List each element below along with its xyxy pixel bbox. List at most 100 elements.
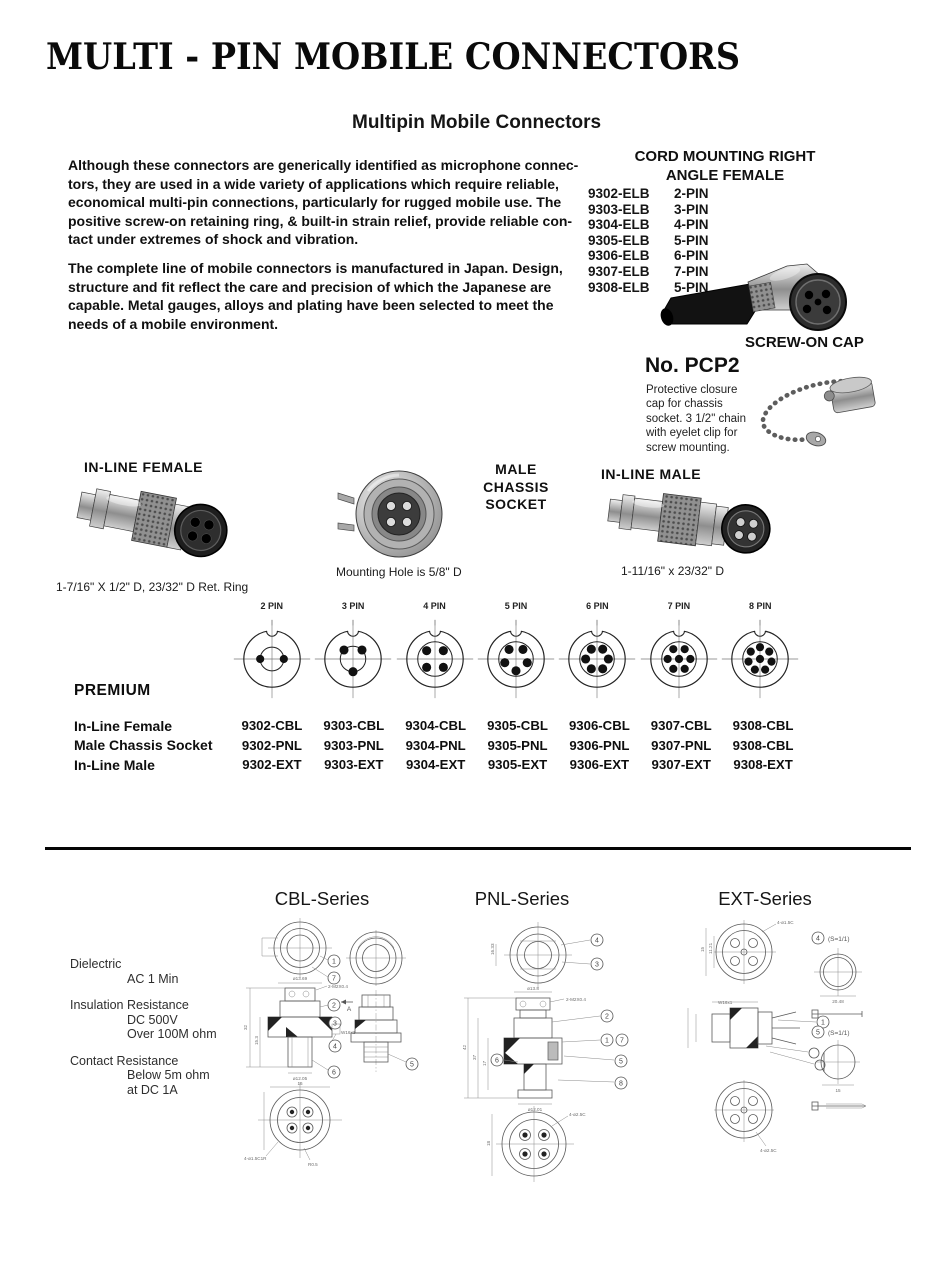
- elb-part-number: 9305-ELB: [588, 232, 650, 248]
- pin-diagram-graphic: [314, 619, 392, 699]
- premium-row-label: In-Line Male: [74, 756, 155, 773]
- part-number-cell: 9304-EXT: [405, 757, 466, 773]
- balloon-5: 5: [410, 1061, 414, 1068]
- mounting-hole-note: Mounting Hole is 5/8" D: [336, 565, 462, 579]
- inline-female-heading: IN-LINE FEMALE: [84, 459, 203, 475]
- detail-4-scale: (S=1/1): [828, 936, 850, 943]
- part-number-cell: 9303-EXT: [324, 757, 384, 773]
- inline-female-photo: [76, 488, 228, 558]
- section-arrow-label: A: [347, 1006, 352, 1013]
- socket-cavity: [377, 492, 421, 536]
- dim-16-33: 16.33: [490, 943, 495, 955]
- balloon-8: 8: [619, 1080, 623, 1087]
- section-divider: [45, 847, 911, 850]
- part-number-cell: 9308-CBL: [732, 737, 794, 753]
- part-number-cell: 9305-EXT: [487, 757, 548, 773]
- part-number-cell: 9302-CBL: [241, 718, 303, 734]
- spec-value: DC 500V: [127, 1012, 178, 1027]
- male-chassis-photo: [337, 470, 443, 558]
- pnl-series-drawing: 16.33 4 3 ø13.8 2-M2X0.4 2 1 7 5 8 6 42 …: [462, 922, 629, 1182]
- balloon-7: 7: [332, 975, 336, 982]
- spec-value: Below 5m ohm: [127, 1068, 210, 1082]
- knurled-ring: [657, 493, 702, 547]
- detail-4-dim: 20.48: [832, 999, 844, 1004]
- part-number-cell: 9307-PNL: [651, 737, 712, 753]
- elb-part-number: 9304-ELB: [588, 217, 650, 233]
- part-number-cell: 9305-PNL: [487, 737, 548, 753]
- balloon-4: 4: [595, 937, 599, 944]
- pin-diagram-graphic: [477, 619, 555, 699]
- part-number-cell: 9304-CBL: [405, 718, 467, 734]
- page-title: MULTI - PIN MOBILE CONNECTORS: [46, 36, 741, 78]
- dim-32: 32: [243, 1024, 248, 1030]
- elb-pin-count: 7-PIN: [674, 263, 709, 279]
- elb-pin-count: 6-PIN: [674, 248, 709, 264]
- pnl-series-heading: PNL-Series: [474, 888, 570, 909]
- intro-paragraph-2: The complete line of mobile connectors i…: [68, 260, 563, 332]
- pin-diagram-label: 3 PIN: [341, 601, 365, 611]
- pin-diagram-label: 4 PIN: [423, 601, 446, 611]
- pin-diagram-label: 7 PIN: [667, 601, 691, 611]
- elb-part-number: 9302-ELB: [588, 186, 650, 201]
- balloon-4: 4: [333, 1043, 337, 1050]
- rubber-boot: [662, 283, 758, 325]
- pin-diagram-4-pin: 4 PIN: [394, 601, 475, 705]
- dim-42: 42: [462, 1044, 467, 1050]
- elb-list-row: 9304-ELB 4-PIN: [588, 217, 728, 233]
- pin-diagram-graphic: [396, 619, 473, 699]
- part-number-cell: 9303-CBL: [323, 718, 385, 734]
- elb-pin-count: 3-PIN: [674, 201, 709, 217]
- balloon-1: 1: [332, 958, 336, 965]
- pin-diagram-8-pin: 8 PIN: [720, 601, 801, 705]
- pin-diagram-label: 6 PIN: [586, 601, 609, 611]
- part-number-cell: 9302-EXT: [242, 757, 302, 773]
- dim-2-m2x04: 2-M2X0.4: [566, 997, 586, 1002]
- dim-dia-12-05: ø12.05: [293, 1076, 308, 1081]
- pin-diagram-label: 2 PIN: [260, 601, 283, 611]
- pin-diagram-label: 8 PIN: [748, 601, 772, 611]
- part-number-cell: 9308-CBL: [732, 718, 794, 734]
- elb-part-number: 9303-ELB: [588, 201, 650, 217]
- dim-4-dia-1-5: 4-ø1.5C: [777, 920, 794, 925]
- pcp2-cap-chain-photo: [760, 376, 876, 447]
- elb-part-number: 9306-ELB: [588, 248, 650, 264]
- spec-name: Insulation Resistance: [70, 998, 189, 1012]
- detail-5-number: 5: [816, 1029, 820, 1036]
- part-number-cell: 9306-CBL: [568, 718, 630, 734]
- pin-diagram-graphic: [233, 619, 310, 699]
- dim-w16x1: W16x1: [341, 1030, 356, 1035]
- dim-17: 17: [482, 1060, 487, 1066]
- dim-37: 37: [472, 1054, 477, 1060]
- part-number-cell: 9304-PNL: [405, 737, 466, 753]
- pin-diagram-2-pin: 2 PIN: [231, 601, 312, 705]
- dim-dia-12-01: ø12.01: [528, 1107, 543, 1112]
- dim-15: 15: [700, 946, 705, 952]
- elb-pin-count: 4-PIN: [674, 217, 709, 233]
- elb-list-row: 9303-ELB 3-PIN: [588, 202, 728, 218]
- part-number-cell: 9306-PNL: [569, 737, 630, 753]
- right-angle-female-photo: [660, 263, 847, 331]
- elb-part-number: 9308-ELB: [588, 279, 650, 295]
- pin-diagram-graphic: [559, 619, 636, 699]
- pin-diagram-6-pin: 6 PIN: [557, 601, 638, 705]
- balloon-5: 5: [619, 1058, 623, 1065]
- dim-4-dia-2-5: 4-ø2.5C: [569, 1112, 586, 1117]
- detail-4-number: 4: [816, 935, 820, 942]
- inline-male-dimensions: 1-11/16" x 23/32" D: [621, 564, 725, 578]
- dim-r0-5: R0.5: [308, 1162, 318, 1167]
- elb-list-row: 9306-ELB 6-PIN: [588, 248, 728, 264]
- detail-5-dim: 15: [835, 1088, 841, 1093]
- dim-4-holes: 4-ø1.5C1R: [244, 1156, 267, 1161]
- dim-4-dia-2-5: 4-ø2.5C: [760, 1148, 777, 1153]
- dim-15-3: 15.3: [254, 1036, 259, 1045]
- spec-value: AC 1 Min: [127, 971, 179, 986]
